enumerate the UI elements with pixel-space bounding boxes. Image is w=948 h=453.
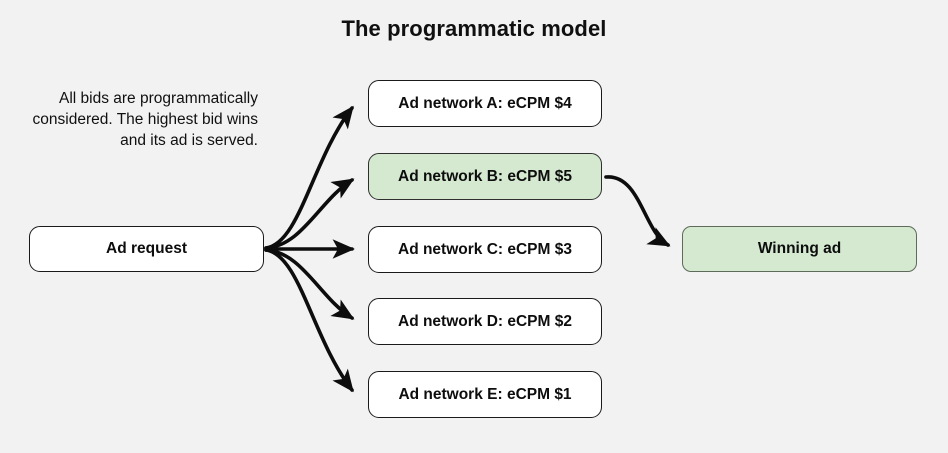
node-winning-ad-label: Winning ad [757, 240, 842, 257]
node-ad-request-label: Ad request [106, 240, 187, 257]
arrow-network-b-to-winning-ad [604, 175, 671, 247]
node-ad-network-d[interactable]: Ad network D: eCPM $2 [368, 298, 602, 345]
node-ad-request[interactable]: Ad request [29, 226, 264, 272]
node-ad-network-a-label: Ad network A: eCPM $4 [398, 94, 572, 112]
node-ad-network-c-label: Ad network C: eCPM $3 [398, 240, 572, 258]
node-ad-network-e-label: Ad network E: eCPM $1 [398, 385, 572, 403]
explanation-text: All bids are programmatically considered… [32, 90, 258, 149]
node-ad-network-c[interactable]: Ad network C: eCPM $3 [368, 226, 602, 273]
node-ad-network-a[interactable]: Ad network A: eCPM $4 [368, 80, 602, 127]
node-ad-network-e[interactable]: Ad network E: eCPM $1 [368, 371, 602, 418]
node-ad-network-d-label: Ad network D: eCPM $2 [398, 312, 572, 330]
arrow-request-to-network-e [264, 248, 354, 393]
node-winning-ad[interactable]: Winning ad [682, 226, 917, 272]
page-title: The programmatic model [341, 16, 607, 41]
arrow-request-to-network-d [264, 248, 355, 320]
arrow-request-to-network-b [264, 178, 355, 250]
node-ad-network-b-label: Ad network B: eCPM $5 [398, 167, 572, 185]
arrow-request-to-network-a [264, 105, 354, 250]
node-ad-network-b[interactable]: Ad network B: eCPM $5 [368, 153, 602, 200]
